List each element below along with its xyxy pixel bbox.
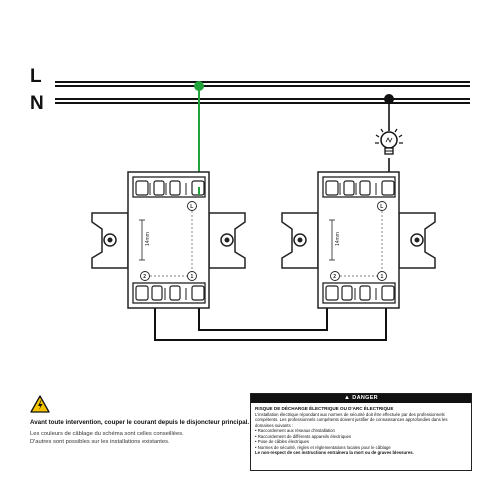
traveller-wire-upper [198,305,328,331]
switch-right: 14mm L 2 1 [281,171,436,309]
bottom-terminal-block [132,282,206,304]
terminal-2-label: 2 [143,274,146,280]
danger-bullet: • Pose de câbles électriques [255,439,310,444]
live-wire [194,81,204,187]
terminal-1-label: 1 [191,274,194,280]
terminal-common-label: L [380,204,383,210]
line-rail [55,81,470,87]
wiring-diagram: L N [30,66,470,341]
bottom-terminal-block [322,282,396,304]
terminal-2-label: 2 [333,274,336,280]
mounting-claw-right [208,212,246,269]
note-line-3: D'autres sont possibles sur les installa… [30,439,170,445]
note-line-2: Les couleurs de câblage du schéma sont c… [30,431,184,437]
danger-body: RISQUE DE DÉCHARGE ÉLECTRIQUE OU D'ARC É… [251,403,471,456]
dimension-label: 14mm [145,232,151,246]
danger-intro: L'installation électrique répondant aux … [255,411,448,428]
danger-header: ▲DANGER [251,394,471,403]
danger-title: RISQUE DE DÉCHARGE ÉLECTRIQUE OU D'ARC É… [255,406,394,411]
warning-triangle-icon [30,395,50,413]
danger-bullet: • Raccordement de différents appareils é… [255,433,352,439]
internal-schematic: L 2 1 [330,201,387,281]
internal-schematic: L 2 1 [140,201,197,281]
danger-final-warning: Le non-respect de ces instructions entra… [255,450,414,455]
terminal-common-label: L [190,204,193,210]
top-terminal-block [322,176,396,198]
neutral-rail-label: N [30,93,44,114]
mounting-claw-left [281,212,319,269]
line-rail-label: L [30,66,42,87]
danger-bullet: • Normes de sécurité, règles et réglemen… [255,444,391,450]
dimension-marker: 14mm [329,219,341,261]
neutral-rail [55,98,470,104]
danger-header-text: DANGER [352,395,378,401]
danger-bullet: • Raccordement aux réseaux d'installatio… [255,428,335,433]
terminal-1-label: 1 [381,274,384,280]
note-line-1: Avant toute intervention, couper le cour… [30,419,250,426]
mounting-claw-right [398,212,436,269]
traveller-wire-lower [154,305,387,341]
top-terminal-block [132,176,206,198]
bulb-icon [375,128,403,155]
danger-box: ▲DANGER RISQUE DE DÉCHARGE ÉLECTRIQUE OU… [250,393,472,471]
danger-triangle-icon: ▲ [344,395,351,401]
dimension-label: 14mm [335,232,341,246]
switch-left: 14mm L 2 1 [91,171,246,309]
mounting-claw-left [91,212,129,269]
dimension-marker: 14mm [139,219,151,261]
